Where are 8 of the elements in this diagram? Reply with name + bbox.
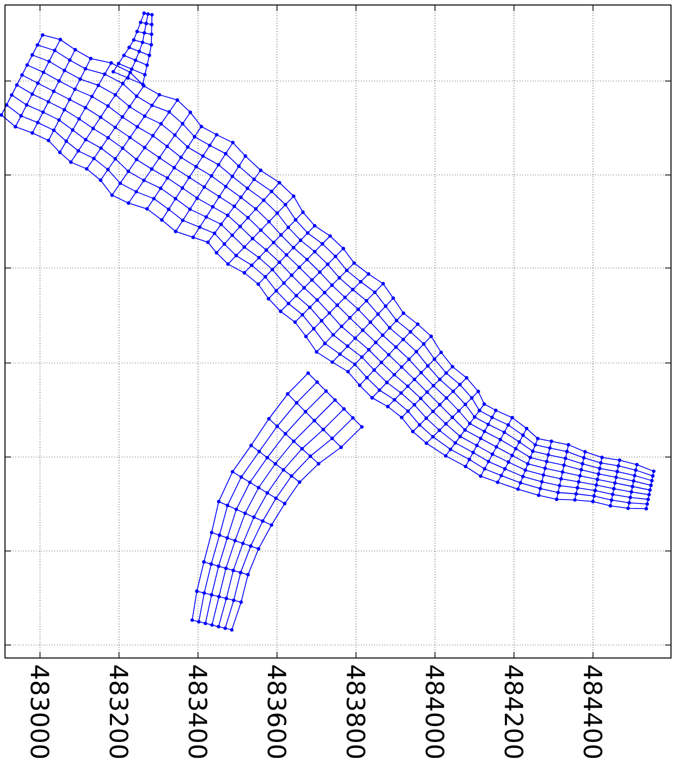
tick-label: 483600 [268, 665, 286, 758]
tick-label: 484200 [504, 665, 524, 758]
tick-label: 484400 [584, 665, 602, 758]
tick-label: 483400 [188, 665, 208, 758]
tick-label: 483200 [110, 665, 128, 758]
tick-label: 483800 [346, 665, 366, 758]
tick-label: 484000 [426, 665, 444, 758]
tick-label: 483000 [30, 665, 50, 758]
